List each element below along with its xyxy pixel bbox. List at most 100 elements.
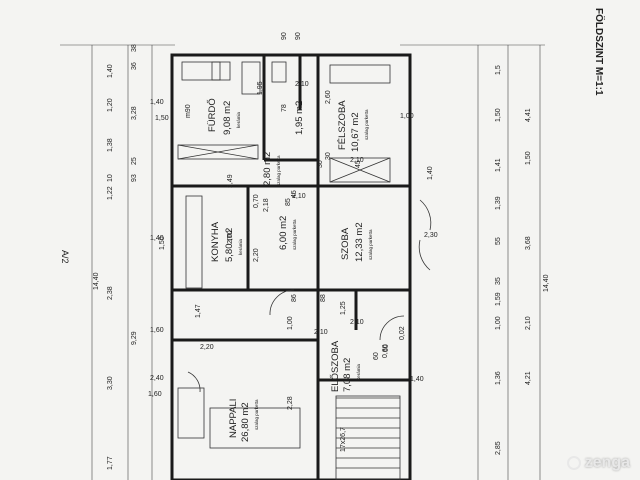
svg-text:ELŐSZOBA: ELŐSZOBA: [330, 340, 341, 392]
svg-text:55: 55: [495, 237, 502, 245]
svg-text:1,40: 1,40: [410, 376, 424, 383]
room-nappali: NAPPALI 26,80 m2 szalag parketta: [228, 399, 259, 442]
zenga-logo-icon: [566, 456, 581, 470]
svg-text:1,00: 1,00: [495, 316, 502, 330]
svg-text:1,60: 1,60: [148, 391, 162, 398]
svg-text:9,29: 9,29: [131, 331, 138, 345]
svg-text:SZOBA: SZOBA: [340, 227, 351, 260]
svg-text:90: 90: [281, 32, 288, 40]
watermark: zenga: [566, 454, 630, 472]
svg-text:1,5: 1,5: [495, 65, 502, 75]
svg-text:30: 30: [325, 152, 332, 160]
room-kamra: 2,80 m2 szalag parketta: [262, 152, 281, 186]
svg-text:35: 35: [495, 277, 502, 285]
svg-text:1,40: 1,40: [427, 166, 434, 180]
svg-text:1,38: 1,38: [107, 138, 114, 152]
svg-text:5,80 m2: 5,80 m2: [224, 228, 235, 262]
svg-text:0,02: 0,02: [399, 326, 406, 340]
right-dimension-labels: 1,5 1,50 4,41 1,41 1,39 3,68 14,40 1,59 …: [495, 65, 550, 455]
room-wc: 1,95 m2: [294, 101, 305, 135]
svg-text:1,36: 1,36: [495, 371, 502, 385]
svg-text:szalag parketta: szalag parketta: [364, 109, 369, 140]
room-konyha: KONYHA 5,80 m2 kerámia: [210, 221, 243, 262]
svg-text:2,49: 2,49: [227, 174, 234, 188]
svg-text:2,40: 2,40: [150, 375, 164, 382]
svg-text:2,10: 2,10: [350, 157, 364, 164]
room-furdo: FÜRDŐ 9,08 m2 kerámia: [207, 98, 241, 135]
svg-text:2,10: 2,10: [295, 81, 309, 88]
svg-text:60: 60: [383, 344, 390, 352]
svg-text:2,10: 2,10: [314, 329, 328, 336]
interior-walls: [172, 55, 410, 480]
svg-text:2,80 m2: 2,80 m2: [262, 152, 273, 186]
top-dimension-labels: 90 90 38: [131, 32, 302, 52]
svg-text:90: 90: [295, 32, 302, 40]
svg-text:17x26,7: 17x26,7: [340, 427, 347, 452]
svg-text:85: 85: [285, 198, 292, 206]
svg-text:2,28: 2,28: [287, 396, 294, 410]
section-mark: A/2: [60, 250, 70, 264]
svg-text:1,00: 1,00: [400, 113, 414, 120]
svg-text:1,50: 1,50: [155, 115, 169, 122]
svg-text:1,50: 1,50: [525, 151, 532, 165]
svg-text:38: 38: [131, 44, 138, 52]
svg-text:1,95: 1,95: [257, 81, 264, 95]
svg-text:36: 36: [131, 62, 138, 70]
svg-text:1,41: 1,41: [495, 158, 502, 172]
svg-text:45: 45: [291, 190, 298, 198]
svg-text:szalag parketta: szalag parketta: [254, 399, 259, 430]
svg-text:88: 88: [320, 294, 327, 302]
svg-text:10: 10: [107, 174, 114, 182]
svg-text:2,85: 2,85: [495, 441, 502, 455]
svg-text:kerámia: kerámia: [356, 363, 361, 380]
svg-text:78: 78: [281, 104, 288, 112]
svg-text:3,28: 3,28: [131, 106, 138, 120]
left-dimension-lines: [60, 44, 175, 480]
svg-text:60: 60: [373, 352, 380, 360]
svg-text:1,60: 1,60: [150, 327, 164, 334]
svg-text:1,25: 1,25: [340, 301, 347, 315]
svg-text:szalag parketta: szalag parketta: [276, 155, 281, 186]
svg-text:1,00: 1,00: [287, 316, 294, 330]
outer-walls: [170, 53, 412, 480]
svg-text:3,30: 3,30: [107, 376, 114, 390]
svg-text:4,21: 4,21: [525, 371, 532, 385]
svg-text:FÜRDŐ: FÜRDŐ: [207, 98, 218, 132]
inner-dimension-labels: m90 1,40 1,50 1,60 2,10 1,40 2,20 2,40 2…: [148, 81, 438, 452]
left-dimension-labels: 1,77 3,30 9,29 2,38 14,40 1,22 10 1,20 1…: [93, 62, 166, 470]
svg-text:86: 86: [291, 294, 298, 302]
svg-text:2,10: 2,10: [350, 319, 364, 326]
svg-text:2,10: 2,10: [292, 193, 306, 200]
svg-text:1,47: 1,47: [195, 304, 202, 318]
svg-text:30: 30: [317, 160, 324, 168]
svg-text:2,20: 2,20: [200, 344, 214, 351]
right-dimension-lines: [400, 44, 545, 480]
svg-text:m90: m90: [185, 104, 192, 118]
svg-text:2,30: 2,30: [424, 232, 438, 239]
svg-text:szalag parketta: szalag parketta: [368, 229, 373, 260]
svg-text:2,00: 2,00: [227, 230, 234, 244]
svg-text:26,80 m2: 26,80 m2: [240, 402, 251, 442]
svg-text:FÉLSZOBA: FÉLSZOBA: [337, 100, 348, 150]
svg-text:kerámia: kerámia: [236, 111, 241, 128]
svg-text:4,41: 4,41: [525, 108, 532, 122]
svg-text:9,08 m2: 9,08 m2: [222, 101, 233, 135]
room-hall: 6,00 m2 szalag parketta: [278, 216, 297, 250]
fixtures: [177, 61, 432, 480]
svg-text:1,40: 1,40: [107, 64, 114, 78]
svg-text:2,20: 2,20: [253, 248, 260, 262]
svg-text:1,50: 1,50: [495, 108, 502, 122]
watermark-text: zenga: [584, 454, 630, 471]
svg-text:7,08 m2: 7,08 m2: [342, 358, 353, 392]
svg-text:1,50: 1,50: [159, 236, 166, 250]
svg-text:1,39: 1,39: [495, 196, 502, 210]
room-szoba: SZOBA 12,33 m2 szalag parketta: [340, 222, 373, 262]
svg-text:14,40: 14,40: [93, 272, 100, 290]
svg-text:14,40: 14,40: [543, 274, 550, 292]
svg-text:2,10: 2,10: [525, 316, 532, 330]
svg-text:1,22: 1,22: [107, 186, 114, 200]
svg-text:3,68: 3,68: [525, 236, 532, 250]
svg-text:10,67 m2: 10,67 m2: [350, 112, 361, 152]
svg-text:2,18: 2,18: [263, 198, 270, 212]
